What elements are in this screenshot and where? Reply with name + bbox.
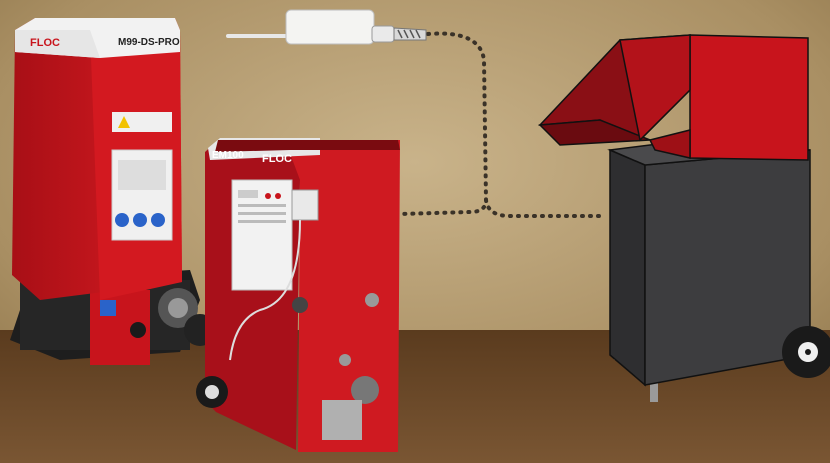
middle-brand-label: FLOC [262,153,292,165]
left-model-label: M99-DS-PRO [118,37,180,48]
middle-model-label: EM100 [212,150,244,161]
left-brand-label: FLOC [30,37,60,49]
